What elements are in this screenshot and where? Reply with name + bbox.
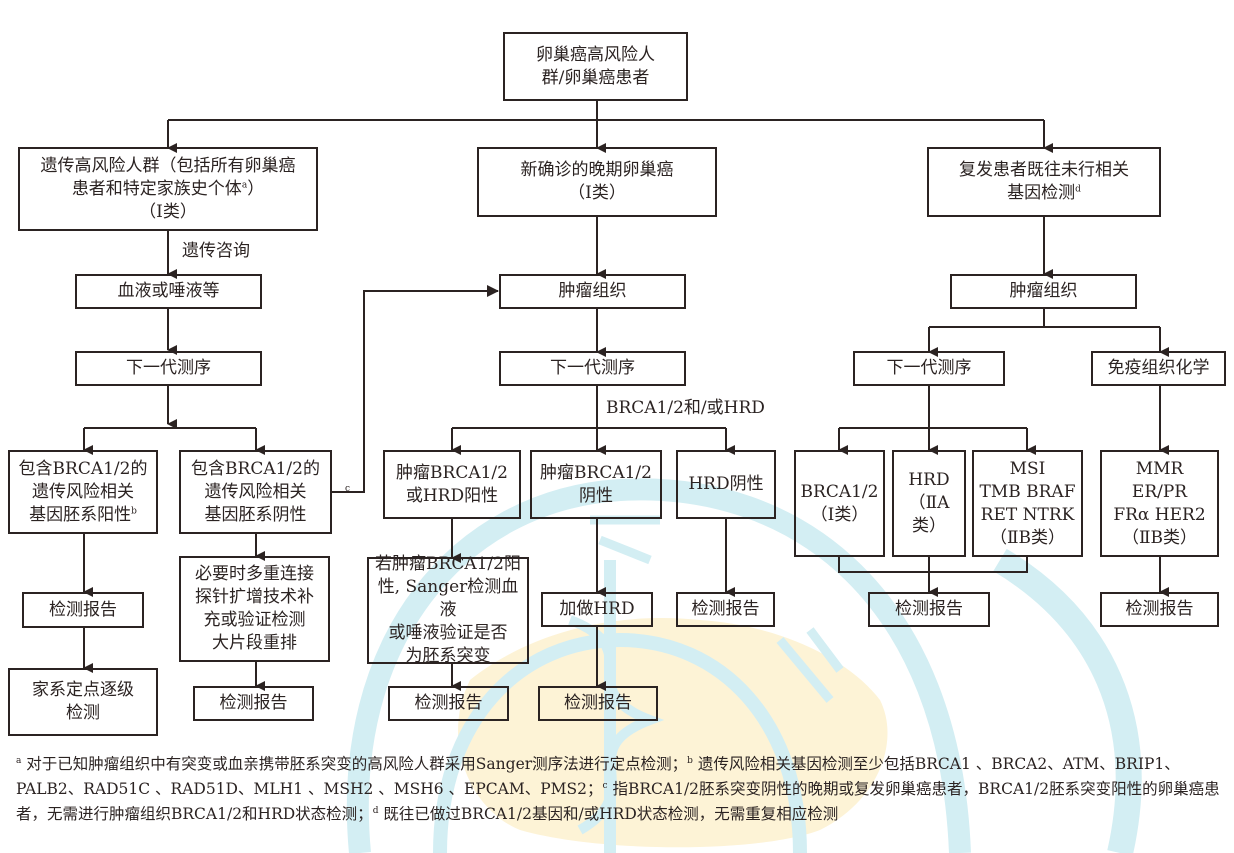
- ihc-result-label: MMR ER/PR FRα HER2 （ⅡB类）: [1113, 458, 1206, 548]
- ngs-hrd-label: HRD （ⅡA类）: [908, 470, 950, 536]
- left-ngs-node: 下一代测序: [75, 351, 262, 386]
- ngs-brca-label: BRCA1/2 （Ⅰ类）: [800, 481, 879, 525]
- germline-negative-label: 包含BRCA1/2的 遗传风险相关 基因胚系阴性: [191, 458, 320, 525]
- footnotes: a 对于已知肿瘤组织中有突变或血亲携带胚系突变的高风险人群采用Sanger测序法…: [16, 752, 1221, 827]
- new-advanced-label: 新确诊的晚期卵巢癌 （Ⅰ类）: [520, 160, 674, 203]
- mid-tumor-tissue-node: 肿瘤组织: [499, 274, 686, 309]
- hereditary-high-risk-node: 遗传高风险人群（包括所有卵巢癌 患者和特定家族史个体a） （Ⅰ类）: [18, 147, 318, 231]
- new-advanced-node: 新确诊的晚期卵巢癌 （Ⅰ类）: [477, 147, 717, 217]
- ngs-msi-label: MSI TMB BRAF RET NTRK （ⅡB类）: [979, 458, 1076, 548]
- family-testing-node: 家系定点逐级 检测: [8, 668, 158, 736]
- tumor-brca-negative-label: 肿瘤BRCA1/2 阴性: [540, 462, 652, 506]
- mid-ngs-node: 下一代测序: [499, 351, 686, 386]
- negative-report-node: 检测报告: [193, 686, 314, 721]
- ngs-brca-node: BRCA1/2 （Ⅰ类）: [794, 450, 885, 557]
- watermark-map-shape: [458, 618, 888, 848]
- mlpa-label: 必要时多重连接 探针扩增技术补 充或验证检测 大片段重排: [195, 564, 314, 653]
- footnote-c-marker: c: [345, 484, 351, 494]
- blood-saliva-label: 血液或唾液等: [117, 281, 220, 301]
- add-hrd-report-label: 检测报告: [564, 693, 632, 713]
- ihc-node: 免疫组织化学: [1091, 351, 1226, 386]
- ngs-report-label: 检测报告: [895, 599, 963, 619]
- tumor-brca-negative-node: 肿瘤BRCA1/2 阴性: [530, 450, 662, 519]
- watermark-arc-outer: [346, 478, 971, 853]
- mid-tumor-tissue-label: 肿瘤组织: [558, 281, 627, 301]
- mid-ngs-label: 下一代测序: [550, 358, 635, 378]
- ihc-result-node: MMR ER/PR FRα HER2 （ⅡB类）: [1100, 450, 1219, 557]
- right-ngs-node: 下一代测序: [853, 351, 1005, 386]
- footnote-d-marker: d: [1075, 184, 1081, 195]
- hereditary-title-end: ） （Ⅰ类）: [139, 178, 265, 222]
- sanger-report-node: 检测报告: [388, 686, 509, 721]
- germline-positive-text: 包含BRCA1/2的 遗传风险相关 基因胚系阳性: [18, 458, 148, 525]
- germline-positive-label: 包含BRCA1/2的 遗传风险相关 基因胚系阳性b: [19, 458, 148, 527]
- sanger-node: 若肿瘤BRCA1/2阳 性, Sanger检测血液 或唾液验证是否 为胚系突变: [367, 554, 529, 666]
- footnote-d-mark: d: [372, 805, 379, 816]
- right-tumor-tissue-node: 肿瘤组织: [950, 274, 1137, 309]
- watermark-wing-right: [993, 548, 1142, 853]
- mlpa-node: 必要时多重连接 探针扩增技术补 充或验证检测 大片段重排: [179, 556, 330, 662]
- footnote-d-text: 既往已做过BRCA1/2基因和/或HRD状态检测，无需重复相应检测: [378, 805, 839, 823]
- recurrent-title: 复发患者既往未行相关 基因检测: [959, 160, 1129, 203]
- footnote-a-marker: a: [241, 179, 248, 190]
- blood-saliva-node: 血液或唾液等: [75, 274, 262, 309]
- root-node: 卵巢癌高风险人 群/卵巢癌患者: [503, 32, 688, 101]
- add-hrd-label: 加做HRD: [559, 599, 635, 619]
- sanger-report-label: 检测报告: [414, 693, 483, 713]
- sanger-label: 若肿瘤BRCA1/2阳 性, Sanger检测血液 或唾液验证是否 为胚系突变: [375, 554, 521, 666]
- hrd-negative-report-node: 检测报告: [676, 592, 775, 627]
- footnote-b-text: 遗传风险相关基因检测至少包括BRCA1 、BRCA2、ATM、BRIP1、PAL…: [16, 755, 1180, 798]
- germline-positive-node: 包含BRCA1/2的 遗传风险相关 基因胚系阳性b: [8, 450, 158, 534]
- germline-negative-node: 包含BRCA1/2的 遗传风险相关 基因胚系阴性: [179, 450, 332, 534]
- hereditary-high-risk-label: 遗传高风险人群（包括所有卵巢癌 患者和特定家族史个体a） （Ⅰ类）: [41, 155, 296, 224]
- footnote-b-mark: b: [687, 755, 693, 766]
- connector-ngs-merge: [838, 556, 1028, 592]
- positive-report-node: 检测报告: [22, 592, 144, 628]
- right-tumor-tissue-label: 肿瘤组织: [1009, 281, 1078, 301]
- ngs-msi-node: MSI TMB BRAF RET NTRK （ⅡB类）: [972, 450, 1083, 557]
- recurrent-node: 复发患者既往未行相关 基因检测d: [927, 147, 1161, 217]
- footnote-c-mark: c: [602, 780, 608, 791]
- add-hrd-node: 加做HRD: [541, 592, 653, 627]
- footnote-paragraph: a 对于已知肿瘤组织中有突变或血亲携带胚系突变的高风险人群采用Sanger测序法…: [16, 752, 1221, 827]
- ihc-label: 免疫组织化学: [1107, 358, 1210, 378]
- hrd-negative-report-label: 检测报告: [691, 599, 760, 619]
- footnote-c-text: 指BRCA1/2胚系突变阴性的晚期或复发卵巢癌患者，BRCA1/2胚系突变阳性的…: [16, 780, 1220, 823]
- connector-c-loop: [332, 285, 499, 493]
- ihc-report-label: 检测报告: [1125, 599, 1194, 619]
- ihc-report-node: 检测报告: [1100, 592, 1219, 627]
- tumor-positive-node: 肿瘤BRCA1/2 或HRD阳性: [383, 450, 521, 519]
- ngs-report-node: 检测报告: [868, 592, 990, 627]
- positive-report-label: 检测报告: [49, 599, 117, 620]
- hrd-negative-label: HRD阴性: [688, 474, 764, 494]
- brca-hrd-edge-label: BRCA1/2和/或HRD: [606, 398, 765, 418]
- hereditary-title: 遗传高风险人群（包括所有卵巢癌 患者和特定家族史个体: [40, 155, 296, 199]
- ngs-hrd-node: HRD （ⅡA类）: [892, 450, 966, 557]
- negative-report-label: 检测报告: [219, 693, 288, 713]
- hrd-negative-node: HRD阴性: [676, 450, 776, 519]
- watermark-glyph: [590, 515, 844, 703]
- recurrent-label: 复发患者既往未行相关 基因检测d: [959, 159, 1129, 205]
- genetic-counseling-label: 遗传咨询: [182, 241, 250, 261]
- footnote-b-marker: b: [131, 505, 137, 516]
- root-node-label: 卵巢癌高风险人 群/卵巢癌患者: [536, 44, 655, 88]
- left-ngs-label: 下一代测序: [126, 358, 211, 378]
- right-ngs-label: 下一代测序: [886, 358, 972, 378]
- footnote-a-text: 对于已知肿瘤组织中有突变或血亲携带胚系突变的高风险人群采用Sanger测序法进行…: [21, 755, 688, 773]
- add-hrd-report-node: 检测报告: [538, 686, 658, 721]
- footnote-a-mark: a: [16, 755, 22, 766]
- family-testing-label: 家系定点逐级 检测: [32, 680, 134, 723]
- watermark-arc-inner: [433, 632, 807, 853]
- tumor-positive-label: 肿瘤BRCA1/2 或HRD阳性: [396, 462, 508, 506]
